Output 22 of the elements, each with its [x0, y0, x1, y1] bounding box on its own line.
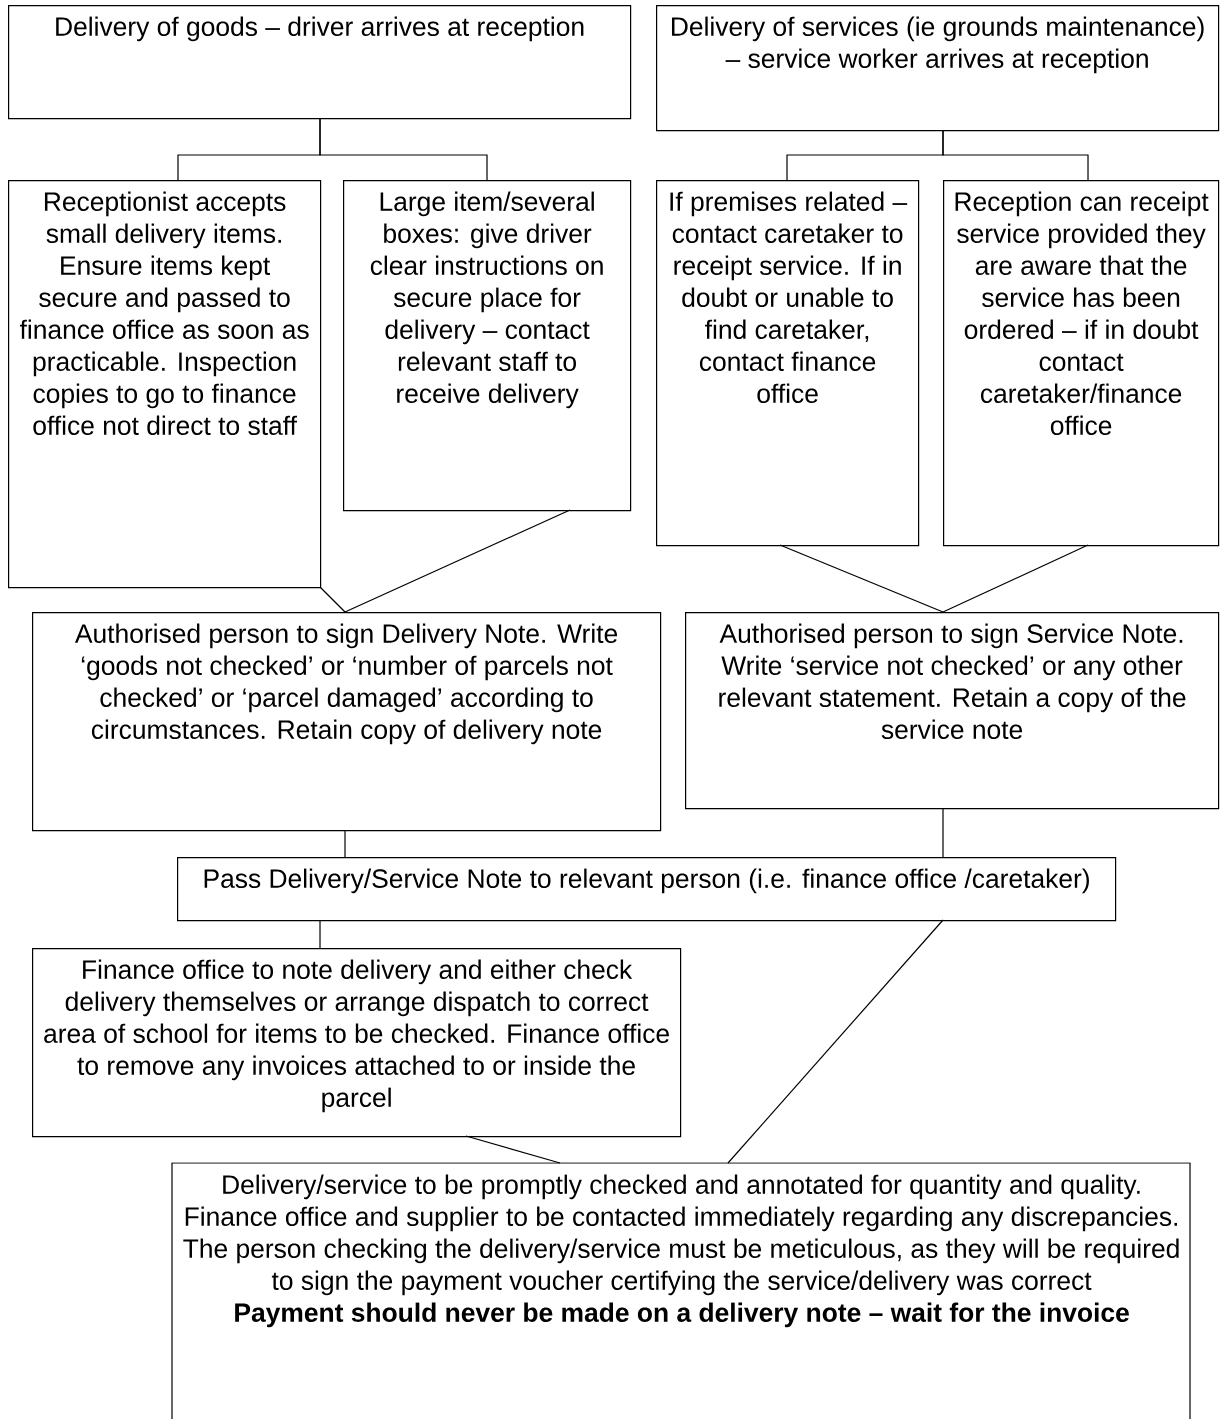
process-box: Delivery of goods – driver arrives at reception [8, 5, 632, 120]
connector-line [779, 544, 944, 613]
process-box: Receptionist accepts small delivery items. Ensure items kept secure and passed to finance office as soon as practicable. Inspection copies to go to finance office not direct to staff [8, 180, 322, 589]
connector-line [344, 509, 571, 613]
process-box: Delivery of services (ie grounds maintenance) – service worker arrives at reception [656, 5, 1220, 132]
connector-line [319, 919, 321, 949]
process-box: Pass Delivery/Service Note to relevant person (i.e. finance office /caretaker) [177, 857, 1117, 922]
connector-line [942, 807, 944, 858]
connector-line [319, 117, 488, 181]
process-box: Authorised person to sign Delivery Note. Write ‘goods not checked’ or ‘number of parcels not checked’ or ‘parcel damaged’ according to circumstances. Retain copy of delivery note [32, 612, 662, 832]
process-box: Authorised person to sign Service Note. Write ‘service not checked’ or any other relevant statement. Retain a copy of the service note [685, 612, 1220, 810]
connector-line [942, 544, 1089, 613]
connector-line [465, 1135, 561, 1164]
connector-line [727, 919, 944, 1164]
process-box: Finance office to note delivery and either check delivery themselves or arrange dispatch to correct area of school for items to be checked. Finance office to remove any invoices attached to or inside the parcel [32, 948, 682, 1138]
connector-line [344, 829, 346, 858]
process-box: Large item/several boxes: give driver clear instructions on secure place for delivery – contact relevant staff to receive delivery [343, 180, 632, 512]
process-box: Reception can receipt service provided they are aware that the service has been ordered – if in doubt contact caretaker/finance office [943, 180, 1220, 547]
process-box: Delivery/service to be promptly checked and annotated for quantity and quality. Finance office and supplier to be contacted immediately regarding any discrepancies. The person checking the delivery/service must be meticulous, as they will be required to sign the payment voucher certifying the service/delivery was correct Payment should never be made on a delivery note – wait for the invoice [171, 1162, 1191, 1419]
connector-line [942, 129, 1089, 181]
process-box: If premises related – contact caretaker to receipt service. If in doubt or unable to find caretaker, contact finance office [656, 180, 920, 547]
connector-line [319, 586, 346, 613]
